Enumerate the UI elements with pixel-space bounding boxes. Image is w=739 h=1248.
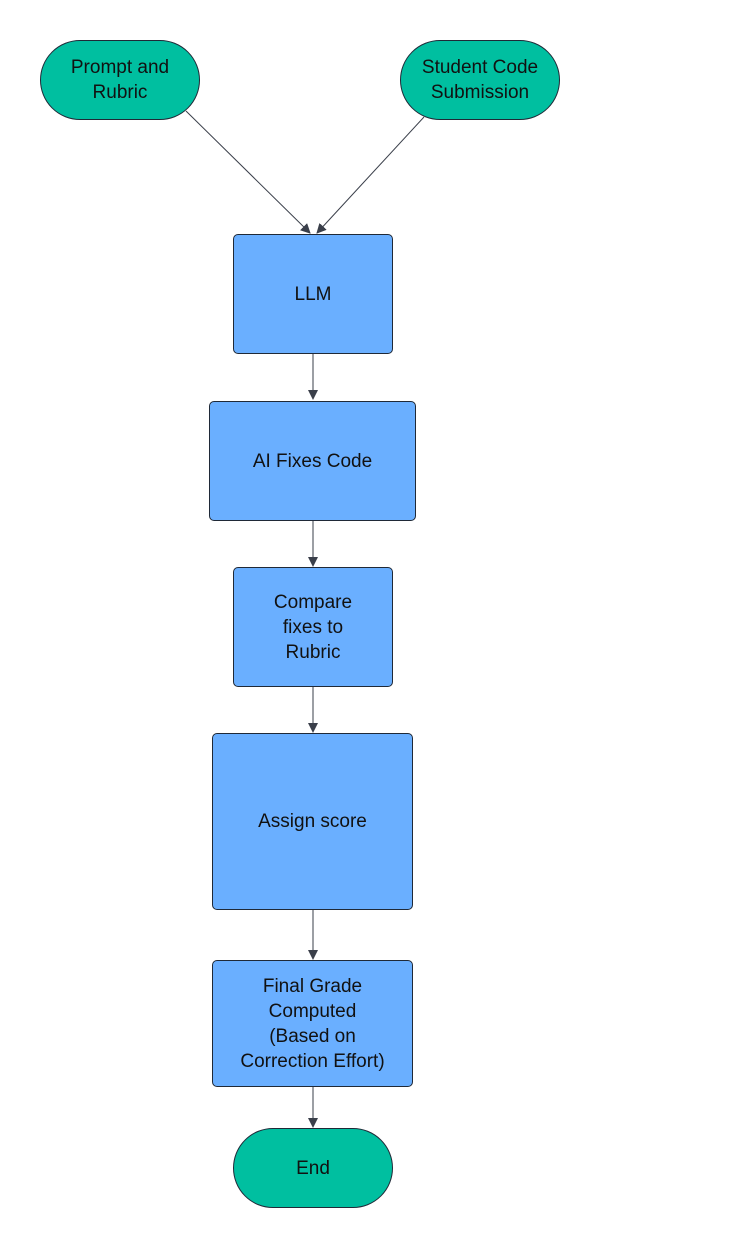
node-label: End: [296, 1157, 330, 1179]
edge-prompt-to-llm: [185, 110, 311, 234]
node-end: End: [233, 1128, 393, 1208]
node-label: AI Fixes Code: [252, 450, 373, 472]
node-label: Final Grade Computed (Based on Correctio…: [240, 975, 385, 1072]
node-assign-score: Assign score: [212, 733, 413, 910]
node-ai-fixes-code: AI Fixes Code: [209, 401, 416, 521]
node-label: LLM: [294, 283, 332, 305]
node-llm: LLM: [233, 234, 393, 354]
node-label: Student Code Submission: [421, 57, 539, 103]
node-prompt-and-rubric: Prompt and Rubric: [40, 40, 200, 120]
node-student-code-submission: Student Code Submission: [400, 40, 560, 120]
node-label: Assign score: [258, 811, 367, 832]
node-label: Compare fixes to Rubric: [273, 591, 353, 663]
edge-student-to-llm: [316, 116, 425, 234]
node-final-grade-computed: Final Grade Computed (Based on Correctio…: [212, 960, 413, 1087]
node-label: Prompt and Rubric: [70, 57, 170, 103]
node-compare-fixes-to-rubric: Compare fixes to Rubric: [233, 567, 393, 687]
